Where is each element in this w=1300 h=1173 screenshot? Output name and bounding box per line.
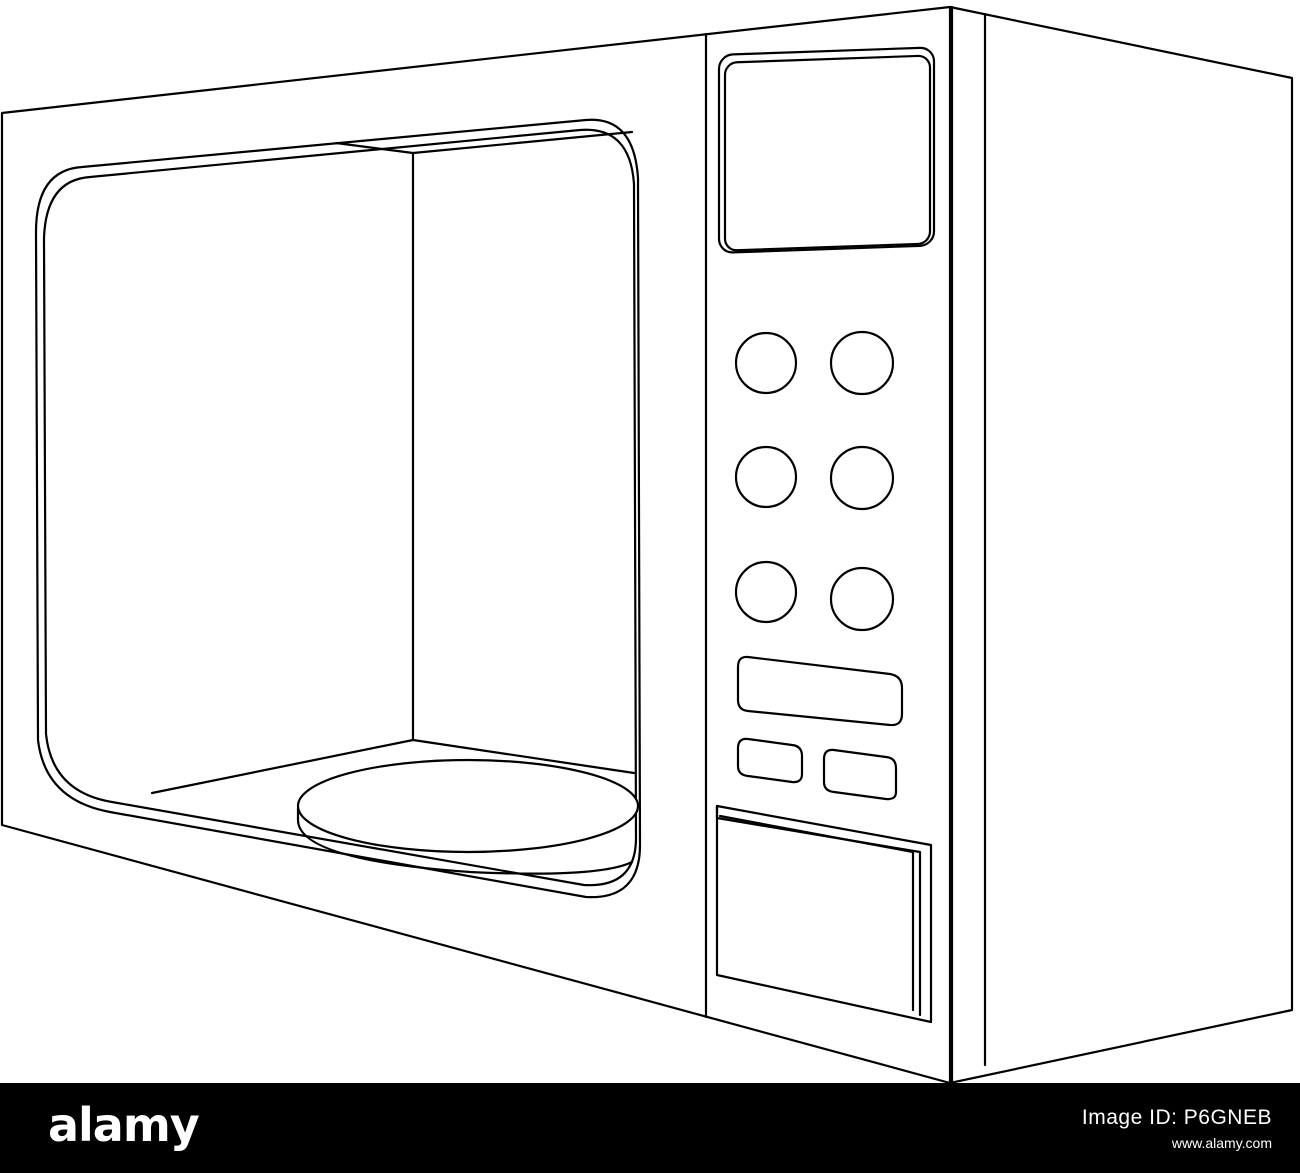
control-knob-1[interactable]: [734, 331, 798, 395]
turntable-rim: [296, 806, 634, 875]
control-knob-2[interactable]: [829, 330, 895, 396]
control-knob-6[interactable]: [829, 566, 895, 632]
door-release-handle[interactable]: [715, 804, 933, 1024]
microwave-side-panel: [948, 5, 1294, 1083]
door-window-inner: [42, 128, 638, 887]
control-knob-3[interactable]: [734, 445, 798, 509]
door-release-edge: [718, 814, 915, 1012]
small-button-left[interactable]: [736, 737, 804, 784]
start-button[interactable]: [736, 655, 904, 727]
image-id-block: Image ID: P6GNEB www.alamy.com: [1082, 1103, 1272, 1153]
cavity-ceiling: [411, 130, 634, 155]
door-release-edge-2: [715, 804, 922, 1017]
cavity-floor-back: [411, 738, 636, 775]
microwave-illustration: [0, 5, 1294, 1083]
display-screen-inner: [723, 54, 932, 252]
image-url: www.alamy.com: [1171, 1135, 1272, 1151]
small-button-right[interactable]: [822, 748, 898, 801]
control-knob-4[interactable]: [829, 445, 895, 511]
cavity-back-top: [334, 141, 415, 155]
microwave-front-body: [0, 5, 952, 1083]
display-screen-outer: [717, 46, 936, 254]
alamy-logo: alamy: [48, 1098, 200, 1152]
stock-footer-bar: alamy Image ID: P6GNEB www.alamy.com: [0, 1083, 1300, 1173]
turntable-plate: [296, 758, 640, 854]
control-knob-5[interactable]: [734, 560, 798, 624]
image-id-label: Image ID: P6GNEB: [1081, 1106, 1272, 1129]
cavity-floor-left: [150, 738, 415, 795]
